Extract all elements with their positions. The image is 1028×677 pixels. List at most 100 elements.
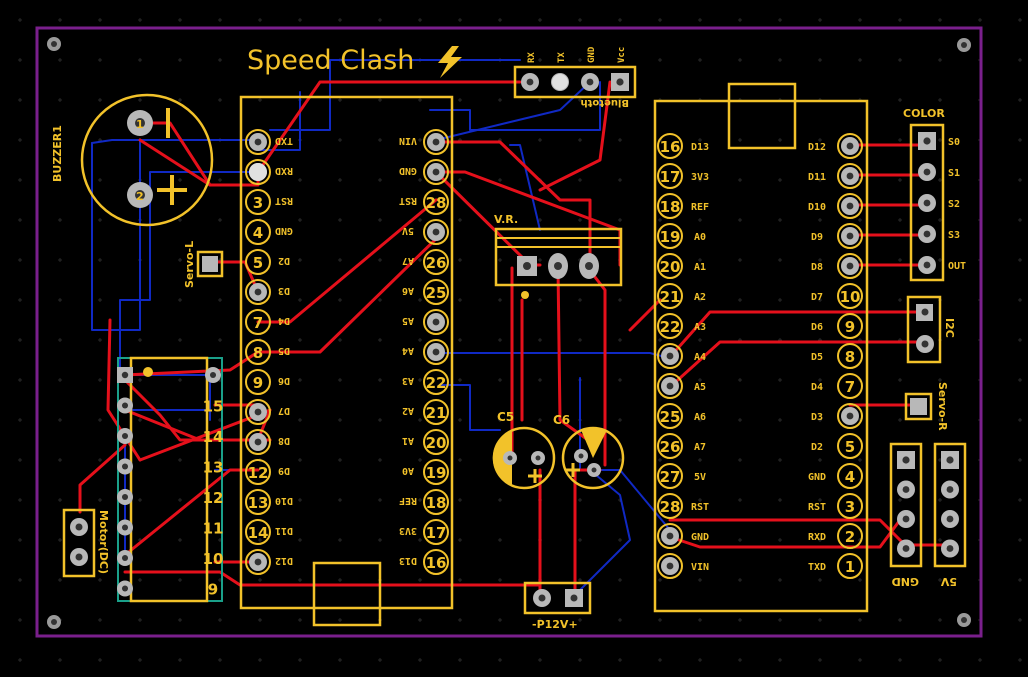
nano-left-label-l10: D7 — [278, 405, 290, 416]
nano-left-pin-l15-hole — [254, 558, 262, 566]
nano-right-pin-r14-number: 2 — [845, 528, 855, 546]
nano-left-pin-r14-ring — [423, 519, 449, 545]
ic-pin-8-hole — [121, 585, 129, 592]
nano-right-pin-r10-ring — [837, 403, 863, 429]
nano-right-pin-l14-hole — [666, 532, 674, 540]
nano-left-pin-l3-number: 3 — [253, 194, 263, 212]
nano-right-label-r11: D2 — [811, 442, 823, 453]
nano-right-pin-r2-hole — [846, 172, 854, 180]
nano-left-label-l7: D4 — [278, 315, 290, 326]
nano-left-pin-r3-number: 28 — [426, 194, 447, 212]
nano-left-pin-l8-ring — [245, 339, 271, 365]
nano-right-pin-r11-number: 5 — [845, 438, 855, 456]
ic-pin-5-hole — [121, 493, 129, 501]
nano-left-pin-r12-ring — [423, 459, 449, 485]
svg-text:COLOR: COLOR — [903, 107, 945, 120]
vr-pin-hole — [585, 262, 593, 270]
nano-left-pin-l12-ring — [245, 459, 271, 485]
i2c-header[interactable]: I2C — [906, 295, 956, 364]
nano-left-pin-l1-ring — [245, 129, 271, 155]
nano-right-pin-l1-number: 16 — [660, 138, 681, 156]
nano-left-rxd-highlight — [249, 163, 267, 181]
nano-right-label-r5: D8 — [811, 262, 823, 273]
svg-text:GND: GND — [892, 575, 919, 588]
svg-text:Bluetoth: Bluetoth — [580, 97, 629, 108]
nano-right-pin-r4-hole — [846, 232, 854, 240]
servo-r-connector[interactable]: Servo-R — [904, 382, 949, 431]
ic-pin-number: 11 — [203, 520, 224, 538]
nano-left-pin-r9-ring — [423, 369, 449, 395]
nano-right-pin-r5-ring — [837, 253, 863, 279]
nano-right-label-r3: D10 — [808, 202, 826, 213]
nano-left-pin-r11-number: 20 — [426, 434, 447, 452]
nano-right-label-l11: A7 — [694, 442, 706, 453]
svg-text:Servo-R: Servo-R — [936, 382, 949, 431]
nano-right-pin-r7-ring — [837, 313, 863, 339]
nano-left-label-r13: REF — [399, 495, 417, 506]
nano-left-pin-l4-number: 4 — [253, 224, 263, 242]
nano-right-pin-r15-ring — [837, 553, 863, 579]
buzzer-component[interactable]: 1 2 — [80, 93, 214, 227]
nano-right-pin-l5-number: 20 — [660, 258, 681, 276]
nano-left-label-r5: A7 — [402, 255, 414, 266]
nano-left-label-r10: A2 — [402, 405, 414, 416]
gnd-pin-1-hole — [902, 456, 910, 464]
nano-left-pin-r5-ring — [423, 249, 449, 275]
nano-right-pin-l15-hole — [666, 562, 674, 570]
nano-left-label-r15: D13 — [399, 555, 417, 566]
svg-text:-P12V+: -P12V+ — [532, 618, 578, 631]
nano-right-label-r15: TXD — [808, 562, 826, 573]
gnd-pin-4-hole — [902, 545, 910, 552]
motor-dc-connector[interactable]: Motor(DC) — [62, 508, 110, 578]
nano-left-pin-r7-ring — [423, 309, 449, 335]
nano-right-pin-l5-ring — [657, 253, 683, 279]
nano-left-pin-r7-hole — [432, 318, 440, 326]
capacitor-c5[interactable]: C5 — [492, 410, 556, 490]
svg-text:C5: C5 — [497, 410, 514, 424]
nano-left-label-l2: RXD — [275, 165, 293, 176]
5v-header[interactable]: 5V — [933, 442, 967, 588]
bt-label-gnd: GND — [587, 46, 597, 63]
nano-right-label-l5: A1 — [694, 262, 706, 273]
nano-left-pin-l13-number: 13 — [248, 494, 269, 512]
nano-left-pin-r6-ring — [423, 279, 449, 305]
nano-left-pin-r15-ring — [423, 549, 449, 575]
nano-left-pin-r1-ring — [423, 129, 449, 155]
nano-left-label-r11: A1 — [402, 435, 414, 446]
nano-right-label-r9: D4 — [811, 382, 823, 393]
nano-right-pin-l3-ring — [657, 193, 683, 219]
capacitor-c6[interactable]: C6 — [553, 413, 625, 490]
nano-left-label-r12: A0 — [402, 465, 414, 476]
v5-pin-4-hole — [946, 545, 954, 552]
nano-right-pin-r11-ring — [837, 433, 863, 459]
nano-left-pin-l7-number: 7 — [253, 314, 263, 332]
bt-label-tx: TX — [557, 52, 567, 63]
ic-pin-number: 10 — [203, 550, 224, 568]
nano-right-pin-l2-ring — [657, 163, 683, 189]
svg-text:2: 2 — [136, 190, 144, 203]
nano-left-label-r14: 3V3 — [399, 525, 417, 536]
nano-right-pin-r9-number: 7 — [845, 378, 855, 396]
svg-text:5V: 5V — [940, 575, 957, 588]
variable-resistor[interactable]: V.R. — [494, 213, 623, 299]
nano-left-pin-l9-number: 9 — [253, 374, 263, 392]
nano-left-label-l8: D5 — [278, 345, 290, 356]
gnd-header[interactable]: GND — [889, 442, 923, 588]
nano-right-pin-l7-ring — [657, 313, 683, 339]
nano-left-label-r4: 5V — [402, 225, 414, 236]
nano-left-pin-l5-number: 5 — [253, 254, 263, 272]
servo-l-connector[interactable]: Servo-L — [183, 241, 224, 288]
svg-text:Motor(DC): Motor(DC) — [97, 510, 110, 574]
nano-left-label-l15: D12 — [275, 555, 293, 566]
nano-left-pin-r10-ring — [423, 399, 449, 425]
ic-pin-number: 14 — [203, 428, 224, 446]
ic-pin-number: 9 — [208, 581, 218, 599]
power-12v-header[interactable]: -P12V+ — [523, 581, 592, 631]
